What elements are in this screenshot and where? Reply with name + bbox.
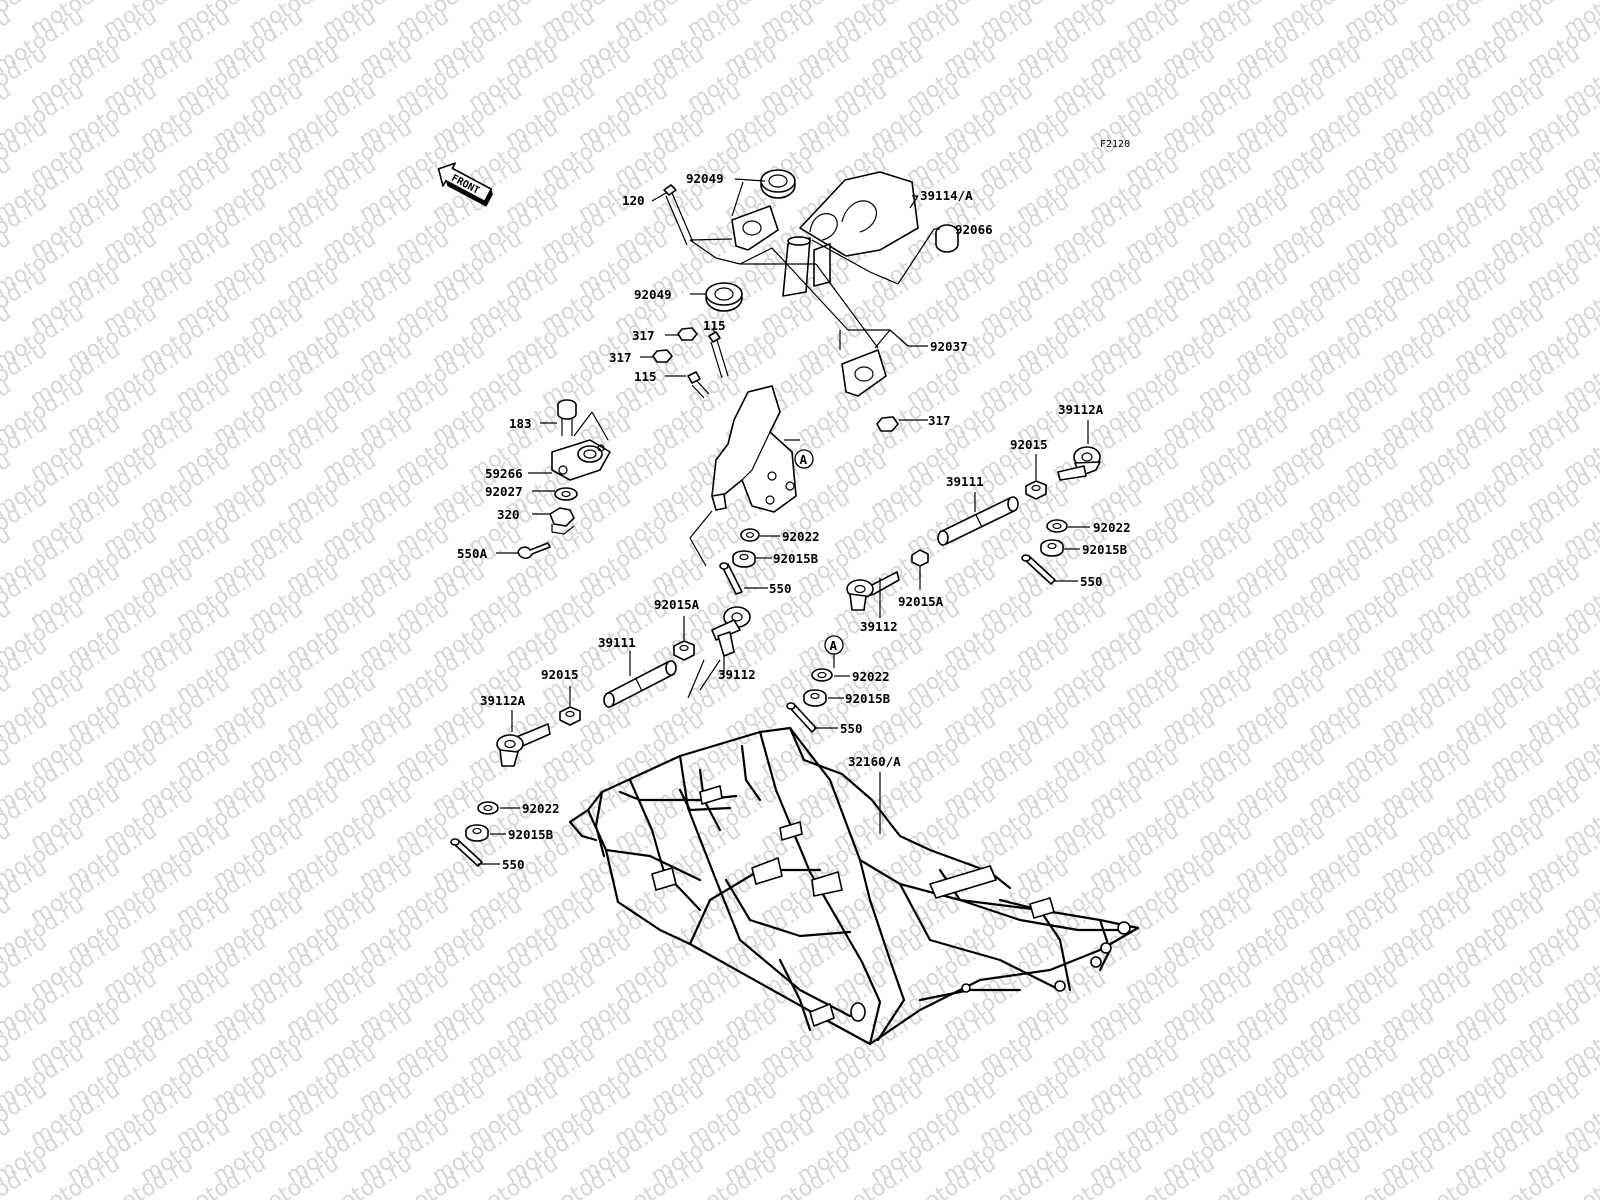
reference-marker-a-upper: A — [794, 449, 814, 469]
label-92049-upper: 92049 — [686, 171, 724, 186]
label-39114a: 39114/A — [920, 188, 973, 203]
label-59266: 59266 — [485, 466, 523, 481]
label-39111-left: 39111 — [598, 635, 636, 650]
washer-92027 — [554, 487, 578, 501]
label-92049-lower: 92049 — [634, 287, 672, 302]
label-550a: 550A — [457, 546, 488, 561]
bearing-holder-59266 — [551, 439, 611, 481]
figure-code: F2120 — [1100, 139, 1130, 150]
label-317-a: 317 — [632, 328, 655, 343]
nut-317-a — [677, 327, 698, 341]
label-320: 320 — [497, 507, 520, 522]
label-92027: 92027 — [485, 484, 523, 499]
label-92015b-mid: 92015B — [773, 551, 819, 566]
label-550-mid: 550 — [769, 581, 792, 596]
nut-92015b-mid — [732, 550, 756, 568]
label-550-bl: 550 — [502, 857, 525, 872]
nut-92015b-right — [1040, 539, 1064, 557]
label-92015a-left: 92015A — [654, 597, 700, 612]
label-32160a: 32160/A — [848, 754, 901, 769]
label-39112-right: 39112 — [860, 619, 898, 634]
label-550-right: 550 — [1080, 574, 1103, 589]
label-115-a: 115 — [703, 318, 726, 333]
label-92022-center: 92022 — [852, 669, 890, 684]
label-39111-right: 39111 — [946, 474, 984, 489]
washer-92022-mid — [740, 528, 760, 542]
nut-92015-right — [1025, 480, 1047, 500]
washer-92022-right — [1046, 519, 1068, 533]
label-92022-mid: 92022 — [782, 529, 820, 544]
label-39112a-right: 39112A — [1058, 402, 1104, 417]
label-92022-bl: 92022 — [522, 801, 560, 816]
label-92015b-center: 92015B — [845, 691, 891, 706]
label-39112-left: 39112 — [718, 667, 756, 682]
reference-marker-a-lower: A — [824, 635, 844, 655]
bearing-92049-upper — [760, 169, 796, 199]
washer-92022-bl — [477, 801, 499, 815]
label-317-c: 317 — [928, 413, 951, 428]
label-317-b: 317 — [609, 350, 632, 365]
label-120: 120 — [622, 193, 645, 208]
washer-92022-center — [811, 668, 833, 682]
label-92015-left: 92015 — [541, 667, 579, 682]
reference-marker-a-lower-text: A — [830, 638, 838, 653]
label-92022-right: 92022 — [1093, 520, 1131, 535]
label-92015a-right: 92015A — [898, 594, 944, 609]
steering-sleeve — [782, 236, 811, 297]
nut-92015b-center — [803, 689, 827, 707]
label-92015b-right: 92015B — [1082, 542, 1128, 557]
nut-92015b-bl — [465, 824, 489, 842]
label-39112a-left: 39112A — [480, 693, 526, 708]
bearing-92049-lower — [705, 282, 743, 312]
label-550-center: 550 — [840, 721, 863, 736]
label-92037: 92037 — [930, 339, 968, 354]
label-115-b: 115 — [634, 369, 657, 384]
label-183: 183 — [509, 416, 532, 431]
nut-92015a-left — [673, 640, 695, 661]
nut-92015-left — [559, 706, 581, 726]
label-92066: 92066 — [955, 222, 993, 237]
reference-marker-a-upper-text: A — [800, 452, 808, 467]
nut-317-right — [876, 416, 899, 432]
label-92015b-bl: 92015B — [508, 827, 554, 842]
label-92015-right: 92015 — [1010, 437, 1048, 452]
nut-317-b — [652, 349, 673, 363]
